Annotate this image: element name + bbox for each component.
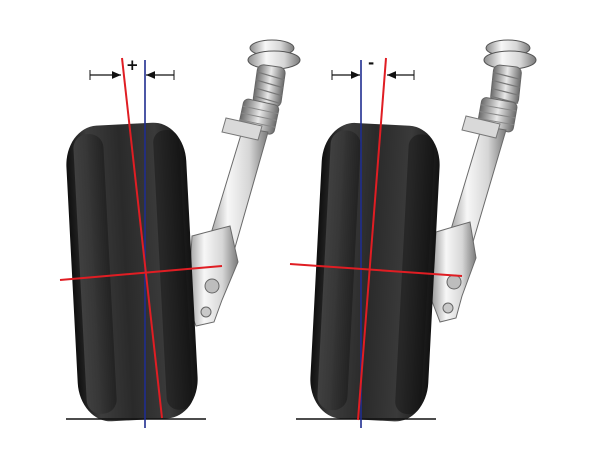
hub-axis-line: [289, 263, 463, 277]
camber-axis-line: [121, 57, 163, 419]
camber-axis-line: [357, 57, 387, 421]
camber-dimension-marker: +: [89, 56, 175, 80]
negative-camber-sign: -: [368, 54, 374, 72]
panel-negative-camber: -: [289, 39, 537, 428]
panel-positive-camber: +: [59, 39, 301, 428]
positive-camber-sign: +: [126, 56, 139, 74]
suspension-strut-icon: [429, 39, 537, 323]
suspension-strut-icon: [185, 39, 301, 327]
wheel-tire-icon: [310, 122, 440, 422]
wheel-tire-icon: [66, 122, 198, 422]
hub-axis-line: [59, 265, 223, 281]
camber-dimension-marker: -: [331, 54, 415, 80]
